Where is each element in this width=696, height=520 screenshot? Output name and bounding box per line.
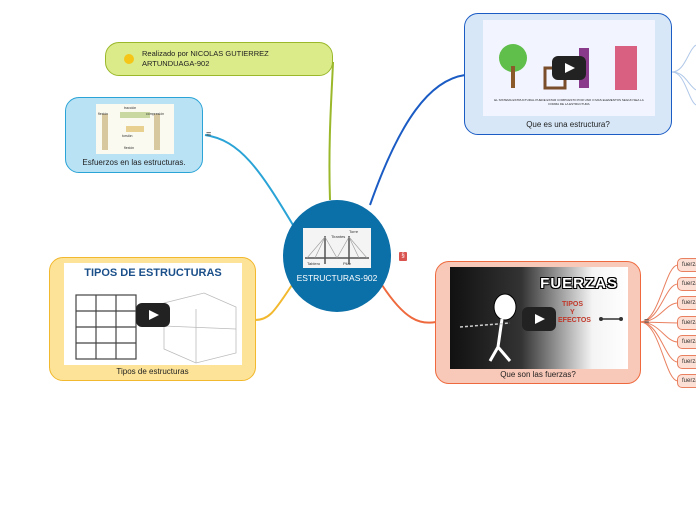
tipos-image: TIPOS DE ESTRUCTURAS <box>64 263 242 365</box>
bridge-label-tablero: Tablero <box>307 261 321 266</box>
bridge-label-pilar: Pilar <box>343 261 352 266</box>
stress-label-flexion-2: flexión <box>124 146 135 150</box>
fuerzas-notes-icon[interactable]: ≡ <box>644 316 650 326</box>
que-es-caption: Que es una estructura? <box>526 120 610 129</box>
subtopic-fuerza[interactable]: fuerza <box>677 296 696 310</box>
stress-label-compresion: compresión <box>146 112 165 116</box>
play-video-button[interactable] <box>552 56 586 80</box>
fuerzas-image: FUERZAS TIPOS Y EFECTOS <box>450 267 628 369</box>
fuerzas-caption: Que son las fuerzas? <box>500 370 576 379</box>
topic-esfuerzos[interactable]: flexión tracción compresión torsión flex… <box>65 97 203 173</box>
fuerzas-image-sub1: TIPOS <box>562 301 584 308</box>
central-title: ESTRUCTURAS-902 <box>296 273 378 283</box>
play-video-button[interactable] <box>136 303 170 327</box>
central-topic[interactable]: Torre Tirantes Tablero Pilar ESTRUCTURAS… <box>283 200 391 312</box>
bridge-diagram-icon <box>305 236 369 264</box>
topic-tipos-estructuras[interactable]: TIPOS DE ESTRUCTURAS Tipos de estructura… <box>49 257 256 381</box>
que-es-image: EL SISTEMA ESTRUCTURAL PUEDE ESTAR COMPU… <box>483 20 655 116</box>
stress-diagram-icon <box>102 112 160 150</box>
subtopic-fuerza[interactable]: fuerza <box>677 277 696 291</box>
tug-figure-icon <box>459 293 623 362</box>
play-video-button[interactable] <box>522 307 556 331</box>
bridge-image: Torre Tirantes Tablero Pilar <box>303 228 371 268</box>
esfuerzos-caption: Esfuerzos en las estructuras. <box>82 158 186 167</box>
tipos-image-title: TIPOS DE ESTRUCTURAS <box>84 267 222 279</box>
subtopic-fuerza[interactable]: fuerza <box>677 316 696 330</box>
subtopic-fuerza[interactable]: fuerza <box>677 355 696 369</box>
topic-que-es-estructura[interactable]: EL SISTEMA ESTRUCTURAL PUEDE ESTAR COMPU… <box>464 13 672 135</box>
subtopic-fuerza[interactable]: fuerza <box>677 374 696 388</box>
author-note[interactable]: Realizado por NICOLAS GUTIERREZ ARTUNDUA… <box>105 42 333 76</box>
fuerzas-image-sub2: Y <box>570 309 575 316</box>
esfuerzos-image: flexión tracción compresión torsión flex… <box>96 104 174 154</box>
bridge-label-tirantes: Tirantes <box>331 234 346 239</box>
fuerzas-image-sub3: EFECTOS <box>558 317 591 324</box>
subtopic-fuerza[interactable]: fuerza <box>677 258 696 272</box>
bridge-label-torre: Torre <box>349 229 359 234</box>
subtopic-fuerza[interactable]: fuerza <box>677 335 696 349</box>
fuerzas-image-title: FUERZAS <box>540 275 618 292</box>
smiley-icon <box>124 54 134 64</box>
building-frame-icon <box>75 292 237 364</box>
central-link-icon[interactable]: § <box>399 252 407 261</box>
que-es-image-text: EL SISTEMA ESTRUCTURAL PUEDE ESTAR COMPU… <box>494 98 644 106</box>
topic-fuerzas[interactable]: FUERZAS TIPOS Y EFECTOS Que son las fuer… <box>435 261 641 384</box>
stress-label-torsion: torsión <box>122 134 133 138</box>
tipos-caption: Tipos de estructuras <box>116 367 189 376</box>
esfuerzos-notes-icon[interactable]: ≡ <box>206 129 212 139</box>
author-note-text: Realizado por NICOLAS GUTIERREZ ARTUNDUA… <box>142 49 269 68</box>
stress-label-traccion: tracción <box>124 106 137 110</box>
stress-label-flexion: flexión <box>98 112 109 116</box>
